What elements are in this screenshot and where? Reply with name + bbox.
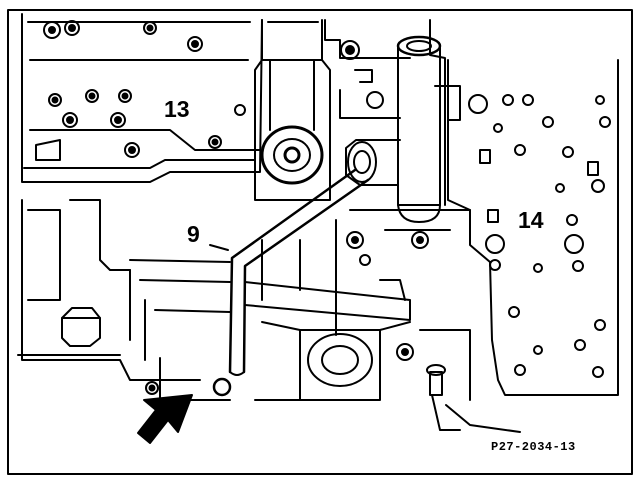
piston-cylinder — [254, 19, 331, 201]
figure-reference: P27-2034-13 — [491, 440, 576, 454]
valve-body-13 — [21, 13, 263, 183]
lower-valve — [254, 321, 521, 433]
lower-housing — [17, 199, 471, 401]
tool-rod-9 — [209, 168, 370, 376]
part-label-9: 9 — [187, 221, 200, 247]
tube-assembly — [345, 35, 442, 223]
target-hole — [212, 377, 232, 397]
separator-plate-14 — [447, 59, 619, 396]
part-label-14: 14 — [518, 207, 544, 233]
frame-border — [7, 9, 633, 475]
part-label-13: 13 — [164, 96, 190, 122]
arrow-icon — [137, 394, 193, 444]
